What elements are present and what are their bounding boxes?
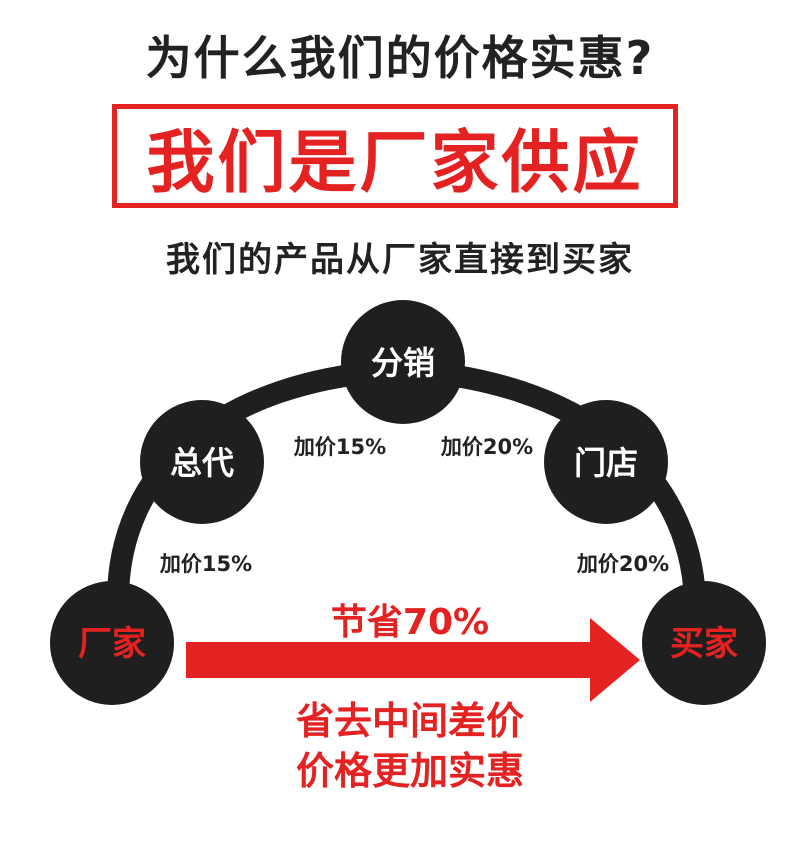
node-store-label: 门店	[574, 444, 638, 482]
node-general-agent: 总代	[140, 400, 264, 524]
savings-label: 节省70%	[331, 602, 489, 643]
node-distribution: 分销	[341, 300, 465, 424]
node-buyer: 买家	[642, 581, 766, 705]
node-factory: 厂家	[50, 581, 174, 705]
node-distribution-label: 分销	[371, 344, 435, 382]
subtitle: 我们的产品从厂家直接到买家	[166, 240, 634, 280]
node-buyer-label: 买家	[670, 624, 738, 664]
markup-store-buyer: 加价20%	[576, 552, 669, 576]
direct-arrow	[186, 618, 640, 702]
banner-text: 我们是厂家供应	[146, 123, 644, 203]
markup-factory-general: 加价15%	[159, 552, 252, 576]
markup-general-distribution: 加价15%	[293, 435, 386, 459]
conclusion-line-2: 价格更加实惠	[296, 749, 524, 793]
markup-distribution-store: 加价20%	[440, 435, 533, 459]
factory-supply-banner: 我们是厂家供应	[112, 104, 678, 208]
page-title: 为什么我们的价格实惠?	[145, 31, 655, 85]
node-general-agent-label: 总代	[170, 444, 234, 482]
node-store: 门店	[544, 400, 668, 524]
node-factory-label: 厂家	[78, 624, 146, 664]
conclusion-line-1: 省去中间差价	[296, 699, 524, 743]
